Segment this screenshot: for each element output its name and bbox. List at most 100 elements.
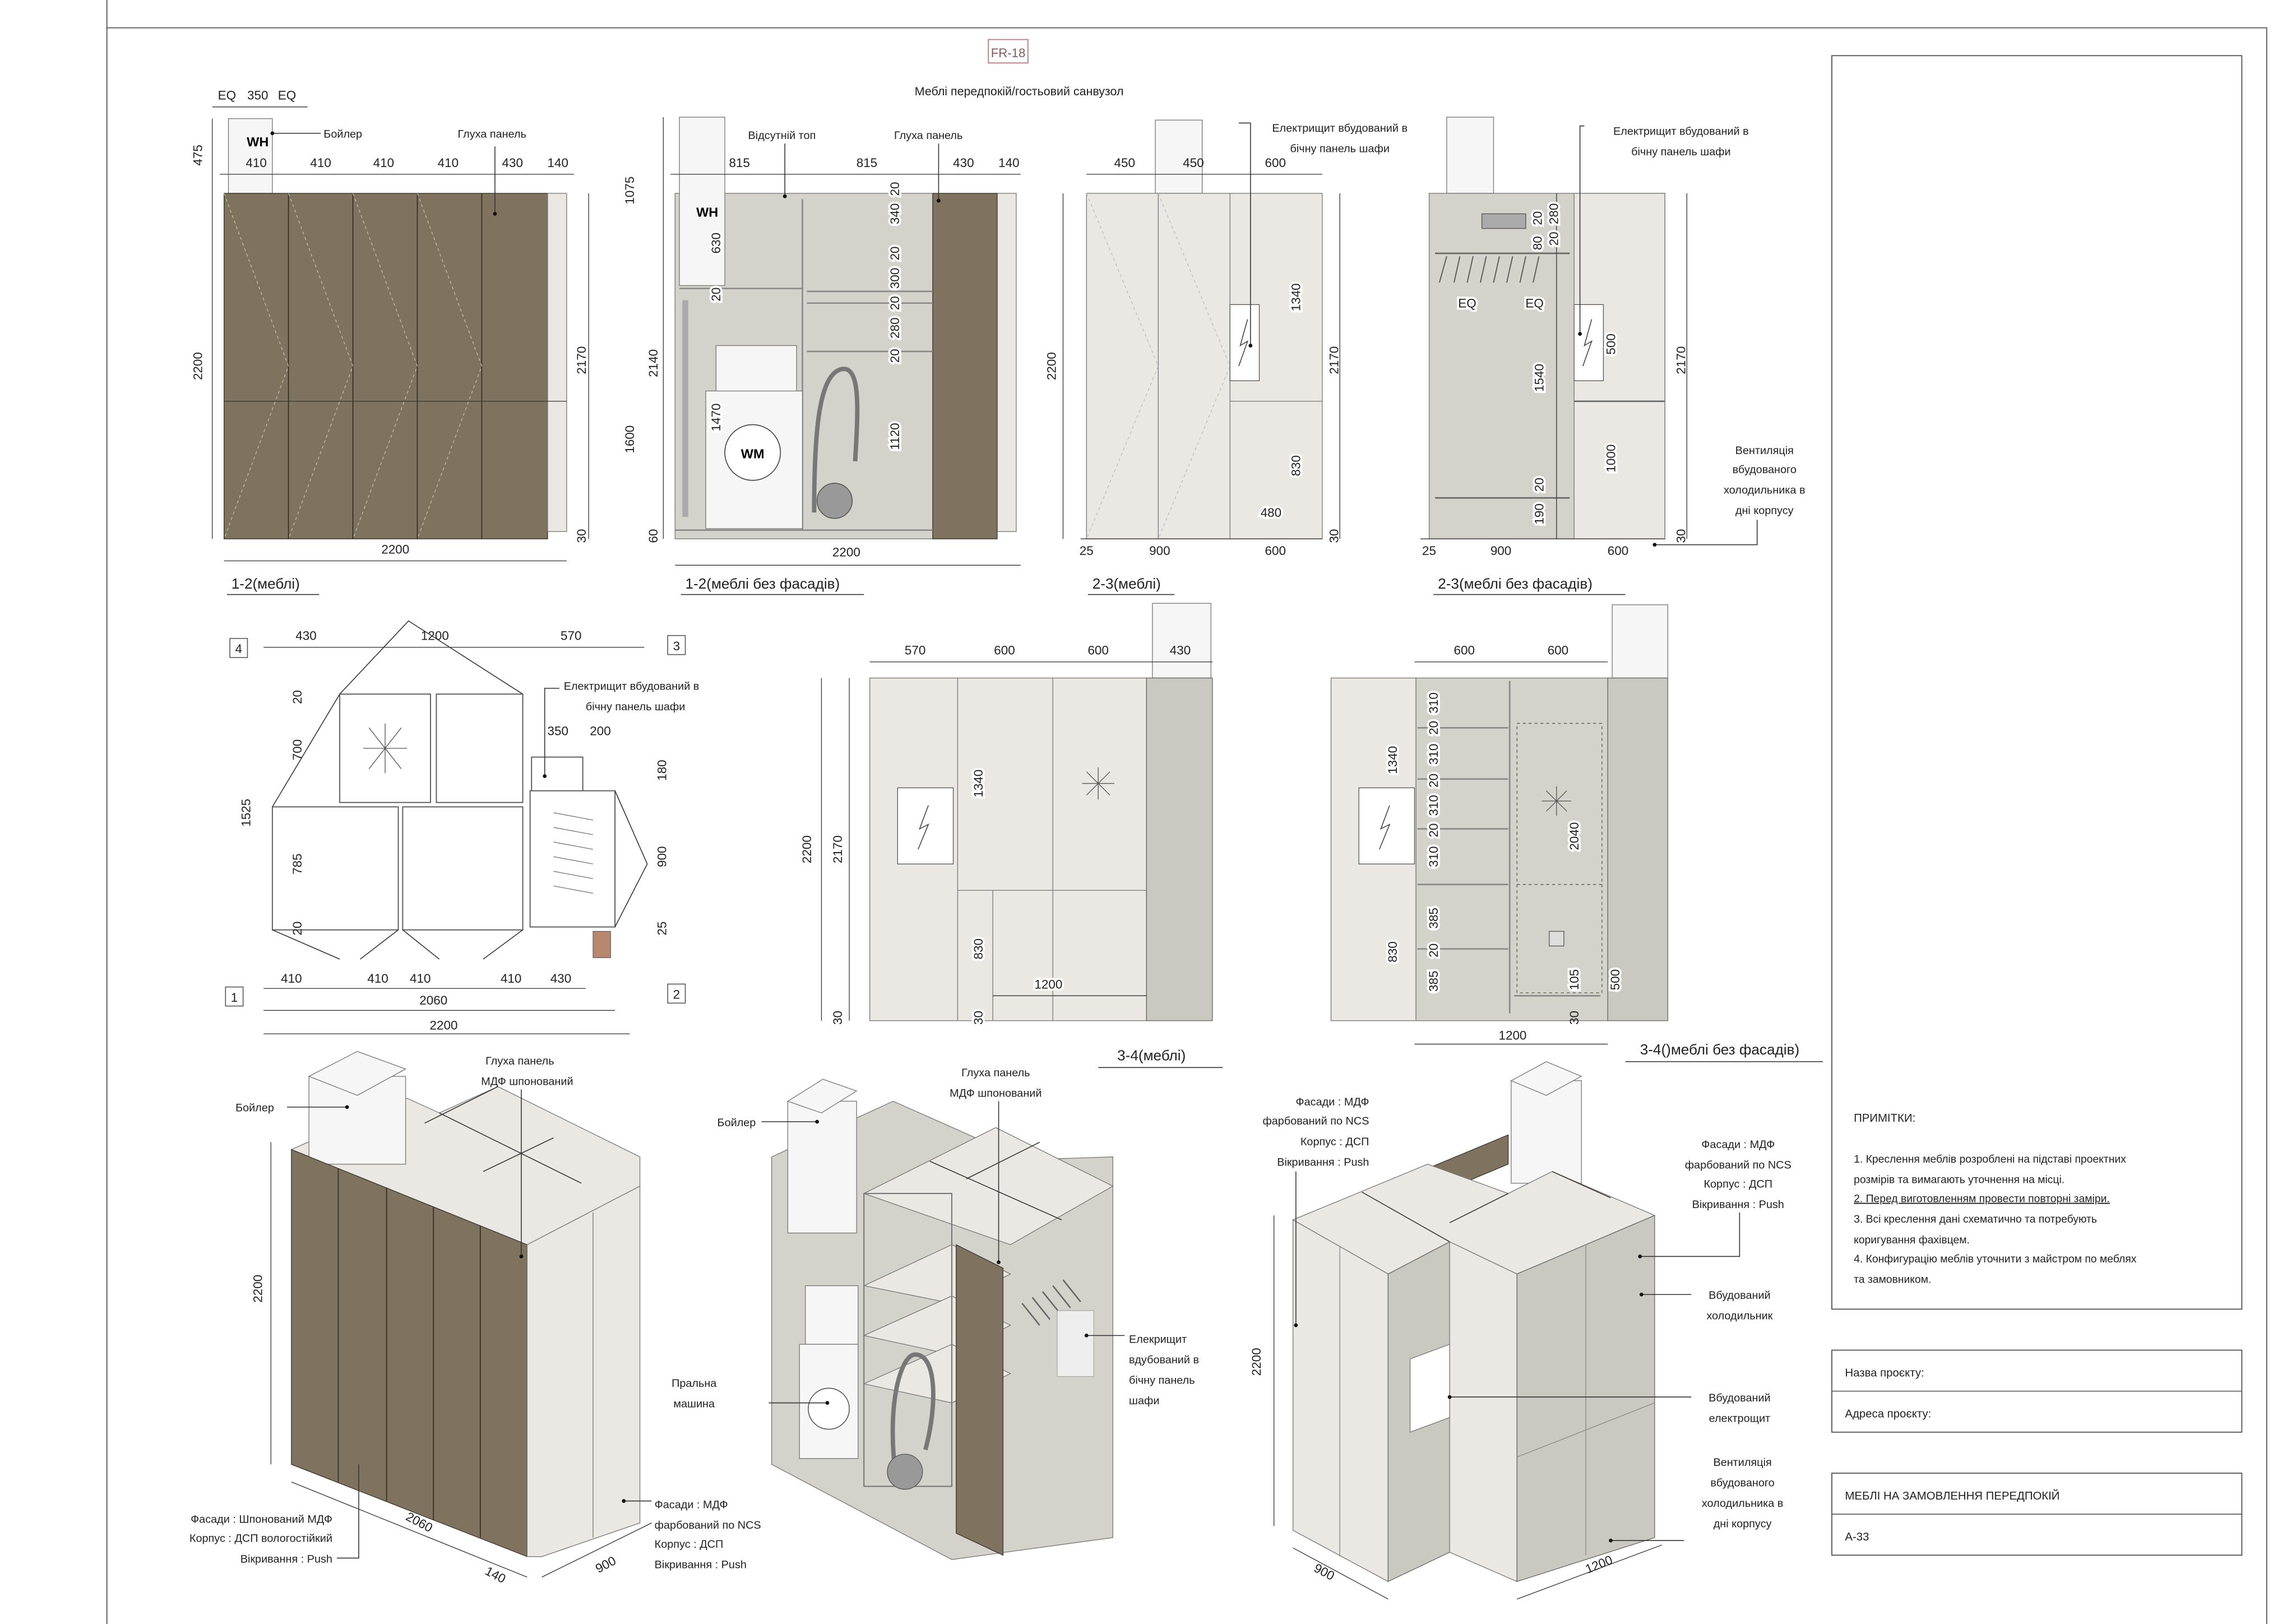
spec-painted-facade: Корпус : ДСП	[655, 1538, 724, 1551]
callout-ventilation: вбудованого	[1710, 1477, 1774, 1489]
elevation-1-2-no-facades: WH WM 815 815 430 140 1075 2140 1600 60 …	[623, 117, 1021, 595]
shelves	[675, 199, 933, 531]
dim: 20	[1427, 823, 1441, 838]
callout-built-in-electrical-panel: Вбудований	[1709, 1392, 1771, 1404]
socket-strip	[1481, 213, 1526, 229]
dim: 20	[290, 922, 304, 936]
callout-electrical-panel: Електрищит вбудований в	[1613, 125, 1749, 137]
boiler-box	[1446, 117, 1494, 194]
callout-washing-machine: Пральна	[672, 1377, 717, 1390]
dim: 385	[1427, 908, 1441, 928]
right-section	[1573, 193, 1665, 539]
dim: 310	[1427, 744, 1441, 765]
callout-blind-panel: МДФ шпонований	[950, 1088, 1041, 1100]
spec-painted-facade: Фасади : МДФ	[1296, 1096, 1369, 1108]
iso-vacuum-body	[887, 1454, 923, 1490]
dim: 280	[1547, 203, 1561, 224]
dim: 1200	[1034, 977, 1062, 991]
dim: 1340	[971, 770, 985, 798]
leader-dot	[997, 1260, 1001, 1265]
dim: 630	[709, 233, 723, 253]
axis-mark	[667, 635, 686, 655]
dim: 180	[655, 760, 669, 780]
isometric-view-2: Бойлер Глуха панель МДФ шпонований Праль…	[672, 1067, 1199, 1560]
boiler-box	[1612, 604, 1668, 679]
dim: 20	[1427, 721, 1441, 735]
axis-mark	[667, 983, 686, 1004]
cabinet-facade	[224, 193, 548, 539]
elevation-1-2-furniture: WH EQ 350 EQ 475 410 410 410 410 430 140…	[191, 89, 589, 595]
door-joints	[337, 1168, 481, 1538]
dim: 430	[1170, 644, 1191, 658]
note-line: 1. Креслення меблів розроблені на підста…	[1854, 1154, 2126, 1165]
note-line: 3. Всі креслення дані схематично та потр…	[1854, 1214, 2097, 1225]
dim: 20	[1531, 211, 1545, 225]
dim: 310	[1427, 692, 1441, 713]
callout-blind-panel: Глуха панель	[485, 1055, 554, 1067]
dim: 20	[888, 182, 902, 196]
callout-built-in-fridge: Вбудований	[1709, 1289, 1771, 1302]
sheet-title-block: МЕБЛІ НА ЗАМОВЛЕННЯ ПЕРЕДПОКІЙ	[1845, 1489, 2059, 1502]
callout-electrical-panel: бічну панель	[1129, 1375, 1195, 1387]
leader-line	[544, 687, 559, 776]
dim: 1000	[1604, 445, 1618, 473]
cabinet-carcass	[1415, 677, 1608, 1021]
dim: 1470	[709, 404, 723, 432]
wood-blind-panel	[956, 1244, 1004, 1556]
side-panel	[997, 193, 1017, 532]
view-label: 3-4()меблі без фасадів)	[1640, 1041, 1799, 1058]
project-address-label: Адреса проєкту:	[1845, 1408, 1931, 1421]
dim: 900	[1149, 544, 1170, 558]
callout-ventilation: Вентиляція	[1713, 1456, 1771, 1469]
dim: 2200	[251, 1275, 265, 1303]
spec-veneer-facade: Фасади : Шпонований МДФ	[191, 1514, 332, 1526]
dim: 1340	[1289, 283, 1303, 311]
lightning-icon	[1379, 805, 1391, 850]
elevation-3-4-no-facades: 600 600 1340 830 310 20 310 20 310 20 31…	[1330, 604, 1823, 1062]
callout-ventilation: дні корпусу	[1735, 505, 1794, 517]
star-symbol-icon	[1082, 767, 1114, 800]
dim: 280	[888, 317, 902, 338]
wardrobe-hangers	[553, 812, 594, 894]
dim: 1525	[239, 799, 253, 827]
callout-ventilation: холодильника в	[1702, 1497, 1784, 1510]
blind-panel-wood	[932, 193, 998, 539]
dim: 190	[1532, 503, 1546, 524]
socket-icon	[1549, 931, 1564, 947]
notes-title: ПРИМІТКИ:	[1854, 1112, 1915, 1125]
spec-veneer-facade: Корпус : ДСП вологостійкий	[189, 1533, 332, 1545]
dim: 815	[857, 156, 877, 170]
spec-painted-facade: Фасади : МДФ	[655, 1499, 728, 1511]
dimension-line	[291, 1481, 527, 1578]
dim: 700	[290, 739, 304, 760]
leader-dot	[1447, 1395, 1452, 1399]
iso-boiler	[787, 1100, 857, 1234]
axis-mark-label: 4	[235, 642, 243, 656]
dim: 2200	[800, 835, 814, 863]
dim: 20	[888, 349, 902, 363]
dim: 1120	[888, 423, 902, 450]
door-opening-marks	[1086, 193, 1230, 539]
leader-dot	[815, 1119, 820, 1124]
iso-vacuum	[890, 1352, 936, 1479]
axis-mark-label: 1	[231, 991, 238, 1005]
view-label: 1-2(меблі без фасадів)	[686, 575, 840, 592]
callout-blind-panel: Глуха панель	[458, 128, 526, 141]
sheet-frame	[106, 0, 2267, 1624]
lightning-icon	[1238, 319, 1249, 367]
dim: 1600	[623, 425, 637, 454]
spec-painted-facade: Вікривання : Push	[1277, 1156, 1369, 1168]
dim: 2170	[1327, 346, 1341, 374]
dim: 30	[1327, 529, 1341, 543]
dim: 410	[410, 971, 430, 985]
dim: 430	[953, 156, 974, 170]
top-panel-joints	[1362, 1171, 1611, 1242]
top-panel-joints	[929, 1141, 1062, 1220]
dim: 410	[501, 971, 521, 985]
dim: 1540	[1532, 364, 1546, 392]
leader-dot	[622, 1499, 626, 1503]
dim: 430	[550, 971, 571, 985]
leader-dot	[1294, 1323, 1298, 1327]
dim: 20	[888, 296, 902, 310]
dim: 200	[590, 724, 610, 738]
